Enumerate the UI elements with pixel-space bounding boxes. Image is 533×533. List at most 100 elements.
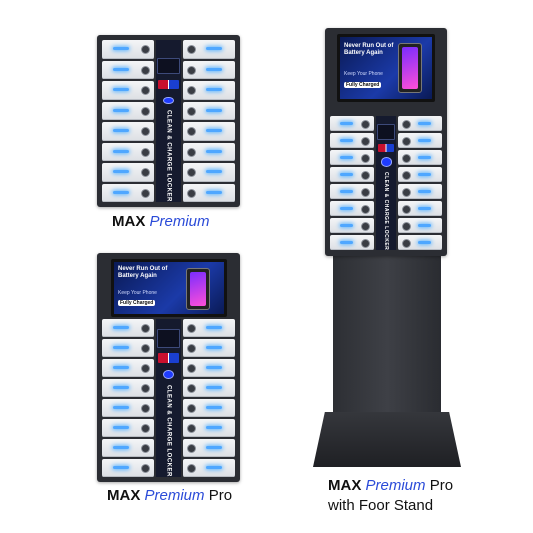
lock-icon — [141, 65, 150, 75]
lock-icon — [187, 106, 196, 116]
door-column-left — [102, 319, 154, 477]
door-led — [206, 346, 222, 350]
locker-door — [330, 167, 374, 182]
locker-label: CLEAN & CHARGE LOCKER — [383, 171, 389, 250]
door-led — [113, 366, 130, 370]
locker-door — [398, 201, 442, 216]
door-led — [113, 446, 130, 450]
lock-icon — [361, 137, 370, 147]
door-led — [206, 386, 222, 390]
locker-label: CLEAN & CHARGE LOCKER — [165, 110, 172, 202]
lock-icon — [187, 424, 196, 434]
locker-label: CLEAN & CHARGE LOCKER — [165, 385, 172, 477]
screen-headline: Never Run Out of Battery Again — [344, 43, 394, 56]
door-led — [339, 207, 353, 210]
door-led — [113, 108, 130, 112]
door-led — [339, 241, 353, 244]
locker-door — [102, 459, 154, 477]
lock-icon — [187, 65, 196, 75]
locker-spine: CLEAN & CHARGE LOCKER — [376, 116, 396, 250]
door-led — [206, 466, 222, 470]
lock-icon — [141, 168, 150, 178]
locker-door — [102, 183, 154, 202]
locker-door — [183, 101, 235, 120]
door-led — [206, 446, 222, 450]
locker-door — [102, 60, 154, 79]
caption-accent: Premium — [144, 487, 205, 504]
lock-icon — [361, 222, 370, 232]
door-led — [113, 67, 130, 71]
status-light — [380, 157, 392, 167]
locker-door — [102, 122, 154, 141]
door-led — [206, 47, 222, 51]
locker-door — [102, 439, 154, 457]
lock-icon — [361, 239, 370, 249]
phone-image — [186, 268, 210, 310]
door-led — [206, 426, 222, 430]
lock-icon — [402, 222, 411, 232]
door-column-right — [183, 319, 235, 477]
door-led — [206, 108, 222, 112]
locker-door — [183, 339, 235, 357]
door-led — [206, 326, 222, 330]
locker-door — [183, 40, 235, 59]
lock-icon — [141, 188, 150, 198]
product-caption: MAX Premium — [112, 213, 210, 230]
locker-door — [330, 133, 374, 148]
door-led — [113, 190, 130, 194]
door-led — [417, 139, 431, 142]
lock-icon — [187, 324, 196, 334]
door-led — [417, 241, 431, 244]
locker-door — [183, 439, 235, 457]
door-led — [113, 326, 130, 330]
lock-icon — [187, 444, 196, 454]
card-logos — [158, 352, 179, 363]
door-led — [417, 190, 431, 193]
locker-door — [398, 218, 442, 233]
locker-door — [183, 183, 235, 202]
caption-suffix: Pro — [429, 477, 454, 494]
caption-line2: with Foor Stand — [328, 497, 434, 514]
locker-door — [183, 359, 235, 377]
locker-cabinet: Never Run Out of Battery Again Keep Your… — [325, 28, 447, 256]
door-led — [113, 88, 130, 92]
locker-door — [102, 399, 154, 417]
locker-door — [330, 184, 374, 199]
door-led — [113, 406, 130, 410]
caption-brand: MAX — [107, 487, 141, 504]
screen-charge-badge: Fully Charged — [118, 300, 156, 306]
lock-icon — [187, 127, 196, 137]
locker-door — [330, 235, 374, 250]
locker-door — [398, 133, 442, 148]
locker-door — [330, 201, 374, 216]
lock-icon — [187, 404, 196, 414]
lock-icon — [187, 364, 196, 374]
lock-icon — [141, 364, 150, 374]
locker-door — [183, 459, 235, 477]
lock-icon — [402, 154, 411, 164]
locker-door — [183, 419, 235, 437]
product-caption: MAX Premium Pro — [107, 487, 232, 504]
locker-cabinet: CLEAN & CHARGE LOCKER — [97, 35, 240, 207]
locker-door — [398, 150, 442, 165]
locker-door — [102, 379, 154, 397]
locker-door — [330, 218, 374, 233]
lock-icon — [361, 205, 370, 215]
locker-door — [330, 150, 374, 165]
phone-image — [398, 43, 422, 93]
lock-icon — [141, 424, 150, 434]
locker-door — [183, 379, 235, 397]
lock-icon — [141, 444, 150, 454]
locker-door — [183, 142, 235, 161]
lock-icon — [141, 324, 150, 334]
scanner-panel — [157, 58, 180, 74]
lock-icon — [402, 205, 411, 215]
floor-stand-pole — [333, 250, 441, 418]
lock-icon — [402, 239, 411, 249]
lock-icon — [187, 464, 196, 474]
door-led — [206, 88, 222, 92]
ad-screen: Never Run Out of Battery Again Keep Your… — [337, 34, 435, 102]
door-led — [417, 173, 431, 176]
locker-door — [183, 122, 235, 141]
locker-spine: CLEAN & CHARGE LOCKER — [156, 40, 181, 202]
